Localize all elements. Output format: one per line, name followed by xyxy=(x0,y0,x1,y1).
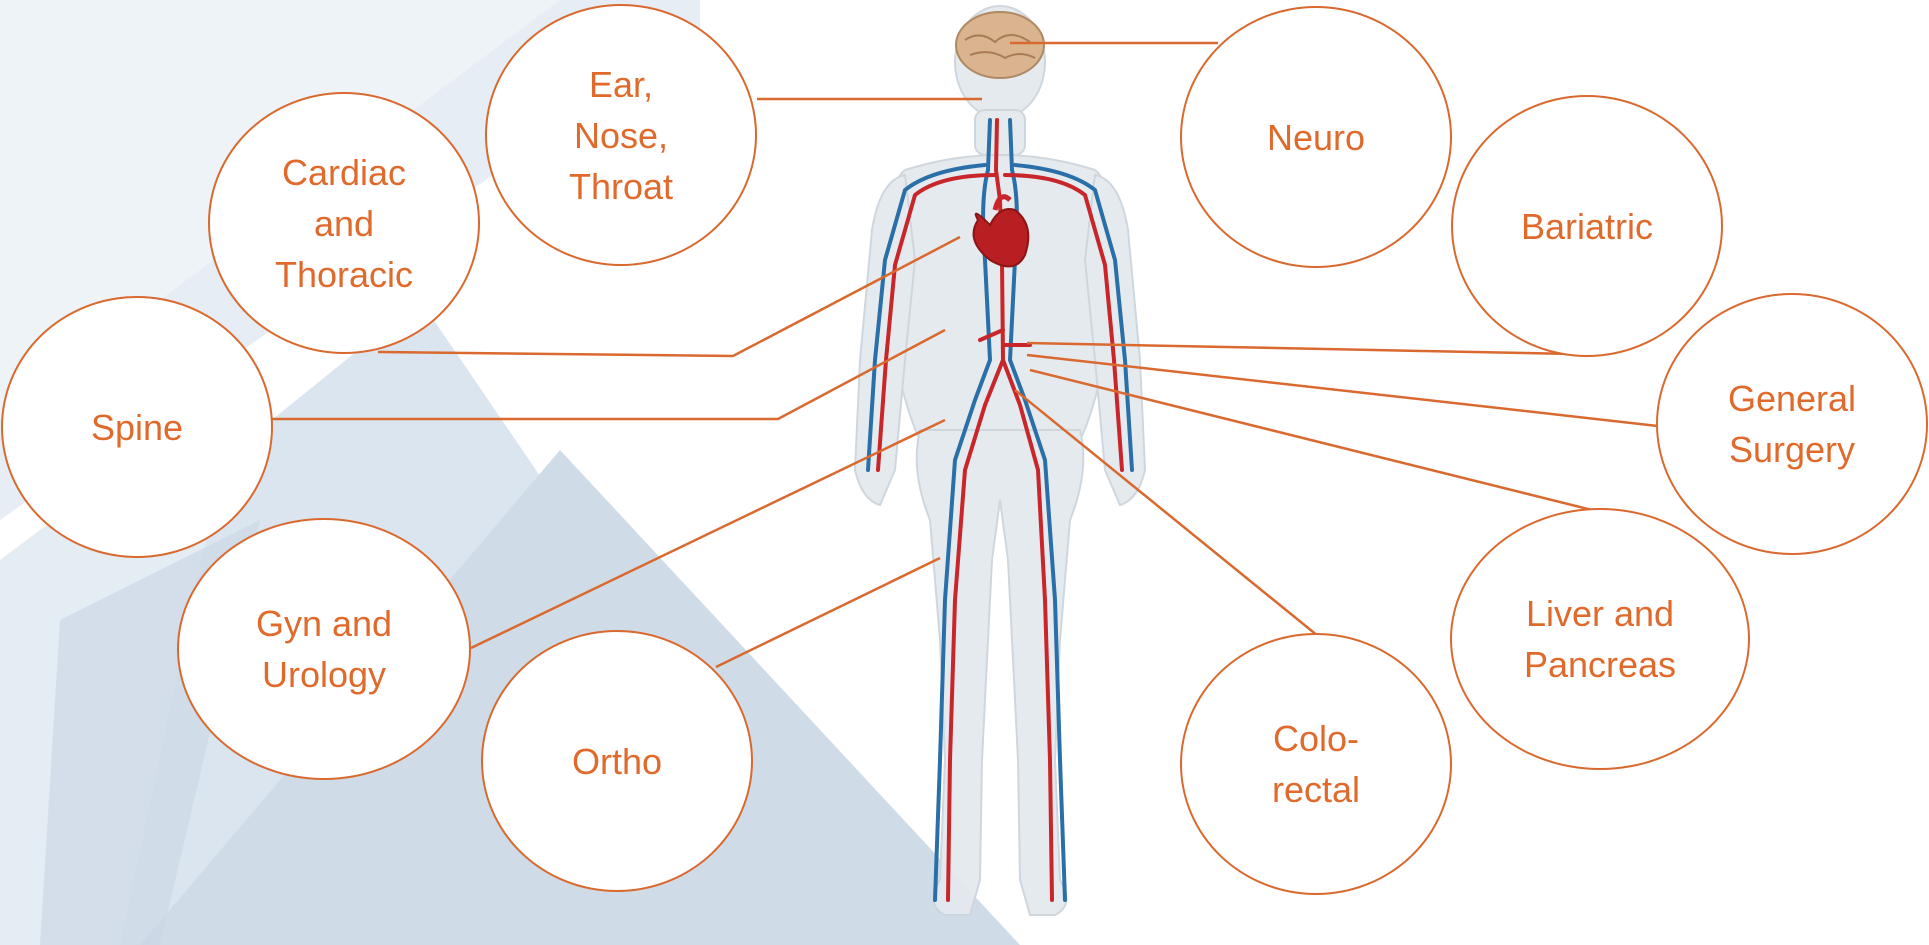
label-general-surgery: General Surgery xyxy=(1728,373,1856,475)
label-gyn-urology: Gyn and Urology xyxy=(256,598,392,700)
bubble-ear-nose-throat[interactable]: Ear, Nose, Throat xyxy=(485,4,757,266)
bubble-ortho[interactable]: Ortho xyxy=(481,630,753,892)
connector-bariatric xyxy=(1027,343,1574,354)
label-spine: Spine xyxy=(91,402,183,453)
bubble-neuro[interactable]: Neuro xyxy=(1180,6,1452,268)
label-cardiac-thoracic: Cardiac and Thoracic xyxy=(275,147,413,300)
label-colorectal: Colo- rectal xyxy=(1272,713,1360,815)
label-bariatric: Bariatric xyxy=(1521,201,1653,252)
bubble-spine[interactable]: Spine xyxy=(1,296,273,558)
bubble-colorectal[interactable]: Colo- rectal xyxy=(1180,633,1452,895)
bubble-gyn-urology[interactable]: Gyn and Urology xyxy=(177,518,471,780)
label-ear-nose-throat: Ear, Nose, Throat xyxy=(569,59,673,212)
label-neuro: Neuro xyxy=(1267,112,1365,163)
bubble-liver-pancreas[interactable]: Liver and Pancreas xyxy=(1450,508,1750,770)
connector-colo xyxy=(1015,390,1318,636)
bubble-bariatric[interactable]: Bariatric xyxy=(1451,95,1723,357)
bubble-general-surgery[interactable]: General Surgery xyxy=(1656,293,1928,555)
bubble-cardiac-thoracic[interactable]: Cardiac and Thoracic xyxy=(208,92,480,354)
label-ortho: Ortho xyxy=(572,736,662,787)
connector-gyn xyxy=(471,420,945,648)
connector-liver xyxy=(1030,370,1600,512)
label-liver-pancreas: Liver and Pancreas xyxy=(1524,588,1676,690)
connector-ortho xyxy=(716,558,940,667)
connector-general xyxy=(1027,355,1658,426)
